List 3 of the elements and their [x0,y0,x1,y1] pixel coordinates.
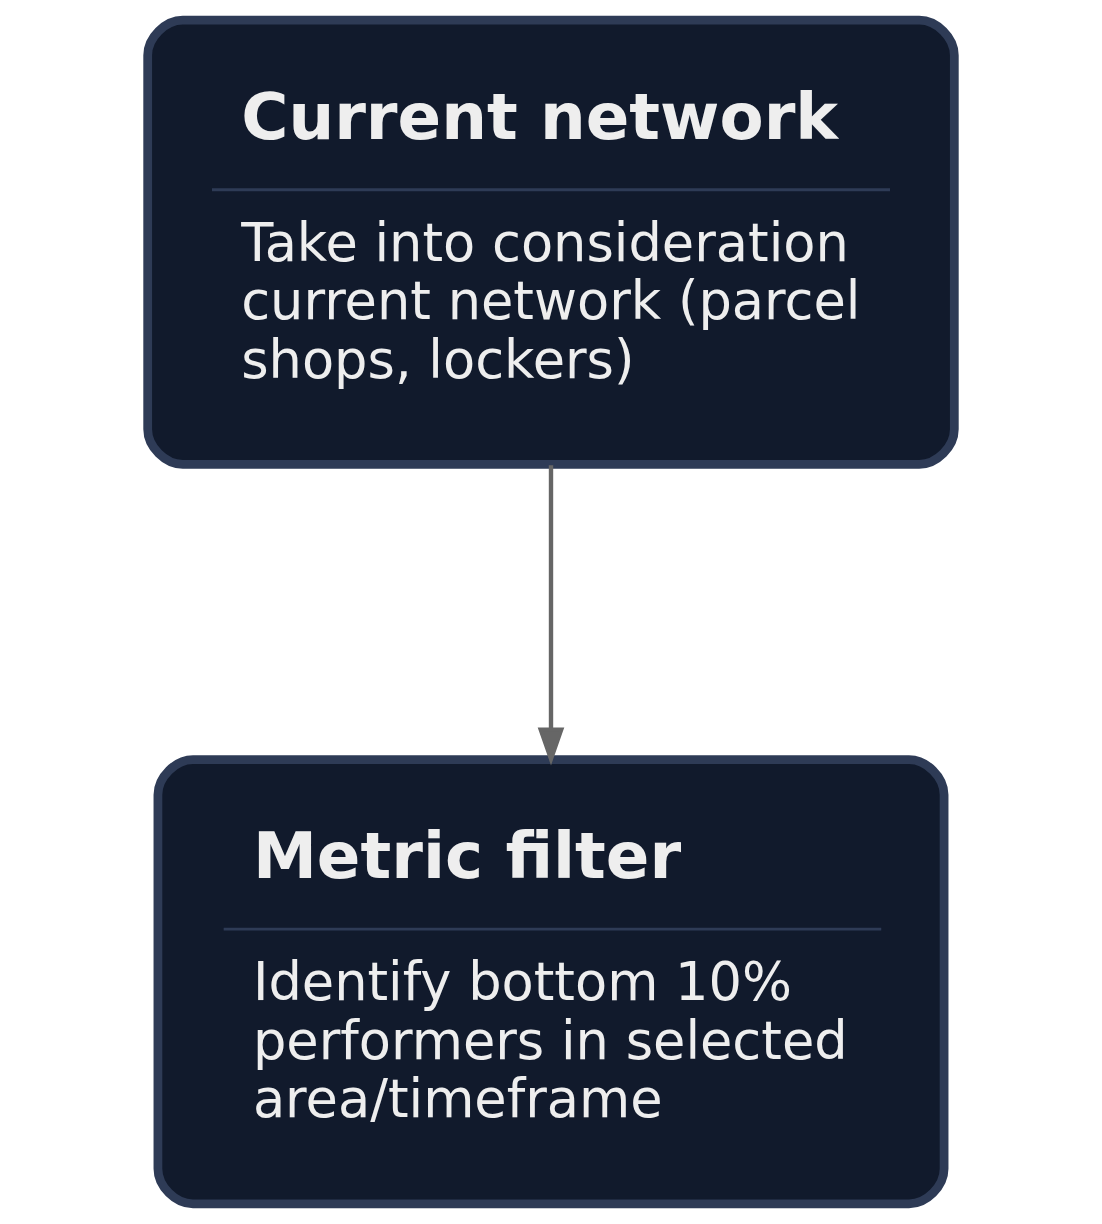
arrow [537,465,565,766]
node-box: Current network Take into consideration current network (parcel shops, lockers) [143,15,959,469]
node-box: Metric filter Identify bottom 10% performers in selected area/timeframe [153,755,949,1209]
